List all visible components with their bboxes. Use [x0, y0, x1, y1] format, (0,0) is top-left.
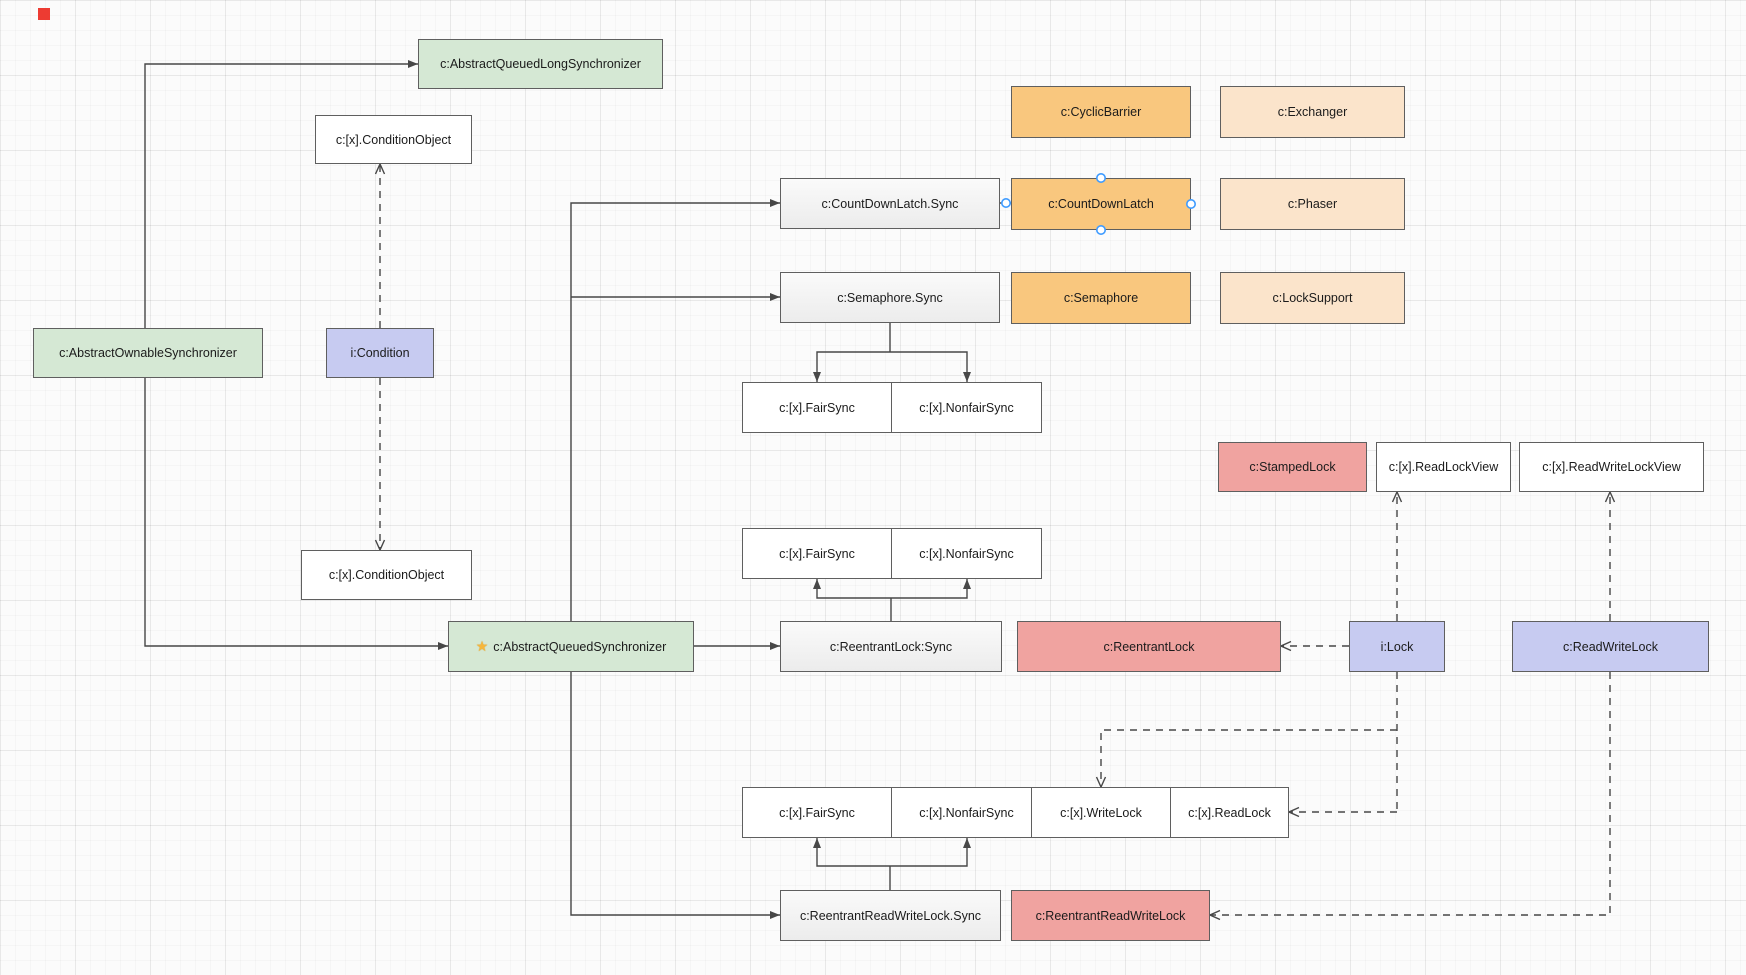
node-label: c:[x].ConditionObject — [328, 568, 445, 582]
edge-rwl-rrwl[interactable] — [1210, 672, 1611, 915]
node-label: c:Semaphore — [1063, 291, 1139, 305]
node-abstract-queued-synchronizer[interactable]: ★ c:AbstractQueuedSynchronizer — [448, 621, 694, 672]
node-label: c:[x].NonfairSync — [919, 805, 1014, 820]
edge-semsync-nonfair1[interactable] — [890, 351, 971, 382]
star-icon: ★ — [475, 638, 489, 654]
node-nonfair-sync-3[interactable]: c:[x].NonfairSync — [891, 787, 1042, 838]
node-label: c:AbstractOwnableSynchronizer — [59, 346, 237, 360]
node-read-lock-view[interactable]: c:[x].ReadLockView — [1376, 442, 1511, 492]
node-label: c:[x].FairSync — [779, 400, 855, 415]
node-label: c:[x].FairSync — [779, 546, 855, 561]
node-label: c:[x].WriteLock — [1060, 805, 1142, 820]
node-interface-condition[interactable]: i:Condition — [326, 328, 434, 378]
node-label: c:ReentrantLock — [1103, 639, 1195, 654]
node-reentrant-lock[interactable]: c:ReentrantLock — [1017, 621, 1281, 672]
node-interface-lock[interactable]: i:Lock — [1349, 621, 1445, 672]
node-reentrant-read-write-lock[interactable]: c:ReentrantReadWriteLock — [1011, 890, 1210, 941]
node-label: c:LockSupport — [1272, 291, 1353, 305]
edge-rrwlsync-fair3[interactable] — [813, 838, 890, 867]
node-fair-sync-1[interactable]: c:[x].FairSync — [742, 382, 892, 433]
node-label: c:AbstractQueuedLongSynchronizer — [440, 57, 641, 71]
edge-aqs-cdlsync[interactable] — [570, 199, 780, 621]
edge-semsync-fair1[interactable] — [813, 351, 890, 382]
connection-handle-right[interactable] — [1186, 199, 1197, 210]
node-phaser[interactable]: c:Phaser — [1220, 178, 1405, 230]
node-lock-support[interactable]: c:LockSupport — [1220, 272, 1405, 324]
node-nonfair-sync-1[interactable]: c:[x].NonfairSync — [891, 382, 1042, 433]
node-label: c:[x].ConditionObject — [335, 132, 452, 147]
node-abstract-ownable-synchronizer[interactable]: c:AbstractOwnableSynchronizer — [33, 328, 263, 378]
node-exchanger[interactable]: c:Exchanger — [1220, 86, 1405, 138]
node-label: c:ReentrantReadWriteLock — [1035, 908, 1186, 923]
node-count-down-latch[interactable]: c:CountDownLatch — [1011, 178, 1191, 230]
node-label: c:Exchanger — [1277, 105, 1348, 119]
node-label: c:CyclicBarrier — [1060, 105, 1142, 119]
edge-rlsync-fair2[interactable] — [813, 579, 891, 599]
node-fair-sync-2[interactable]: c:[x].FairSync — [742, 528, 892, 579]
node-read-write-lock[interactable]: c:ReadWriteLock — [1512, 621, 1709, 672]
node-label: c:[x].NonfairSync — [919, 546, 1014, 561]
node-label: c:[x].ReadLock — [1188, 805, 1271, 820]
node-label: c:ReentrantLock:Sync — [829, 639, 953, 654]
node-condition-object-bottom[interactable]: c:[x].ConditionObject — [301, 550, 472, 600]
node-label: c:[x].FairSync — [779, 805, 855, 820]
node-label: i:Condition — [350, 346, 410, 360]
node-label: c:ReadWriteLock — [1563, 639, 1658, 654]
connection-handle-left[interactable] — [1000, 198, 1011, 209]
edge-rrwlsync-nonfair3[interactable] — [890, 838, 971, 867]
node-fair-sync-3[interactable]: c:[x].FairSync — [742, 787, 892, 838]
node-label: c:AbstractQueuedSynchronizer — [493, 639, 667, 654]
node-count-down-latch-sync[interactable]: c:CountDownLatch.Sync — [780, 178, 1000, 229]
edge-aos-aqls[interactable] — [144, 60, 418, 328]
node-label: c:StampedLock — [1249, 460, 1336, 474]
node-label: c:Semaphore.Sync — [837, 290, 943, 305]
node-label: c:ReentrantReadWriteLock.Sync — [799, 908, 982, 923]
node-read-write-lock-view[interactable]: c:[x].ReadWriteLockView — [1519, 442, 1704, 492]
node-cyclic-barrier[interactable]: c:CyclicBarrier — [1011, 86, 1191, 138]
edge-rlsync-nonfair2[interactable] — [891, 579, 971, 599]
node-label: c:CountDownLatch.Sync — [821, 196, 959, 211]
connection-handle-top[interactable] — [1096, 173, 1107, 184]
edge-aos-aqs[interactable] — [144, 378, 448, 650]
node-stamped-lock[interactable]: c:StampedLock — [1218, 442, 1367, 492]
node-label: c:Phaser — [1287, 197, 1338, 211]
node-reentrant-read-write-lock-sync[interactable]: c:ReentrantReadWriteLock.Sync — [780, 890, 1001, 941]
node-label: c:[x].ReadWriteLockView — [1542, 460, 1681, 474]
edge-aqs-rrwlsync[interactable] — [570, 672, 780, 919]
node-reentrant-lock-sync[interactable]: c:ReentrantLock:Sync — [780, 621, 1002, 672]
node-label: i:Lock — [1380, 639, 1414, 654]
node-label: c:CountDownLatch — [1048, 197, 1154, 211]
canvas-marker — [38, 8, 50, 20]
node-label: c:[x].NonfairSync — [919, 400, 1014, 415]
node-nonfair-sync-2[interactable]: c:[x].NonfairSync — [891, 528, 1042, 579]
node-semaphore[interactable]: c:Semaphore — [1011, 272, 1191, 324]
node-read-lock[interactable]: c:[x].ReadLock — [1170, 787, 1289, 838]
connection-handle-bottom[interactable] — [1096, 225, 1107, 236]
node-abstract-queued-long-synchronizer[interactable]: c:AbstractQueuedLongSynchronizer — [418, 39, 663, 89]
node-condition-object-top[interactable]: c:[x].ConditionObject — [315, 115, 472, 164]
node-semaphore-sync[interactable]: c:Semaphore.Sync — [780, 272, 1000, 323]
node-label: c:[x].ReadLockView — [1388, 460, 1499, 474]
